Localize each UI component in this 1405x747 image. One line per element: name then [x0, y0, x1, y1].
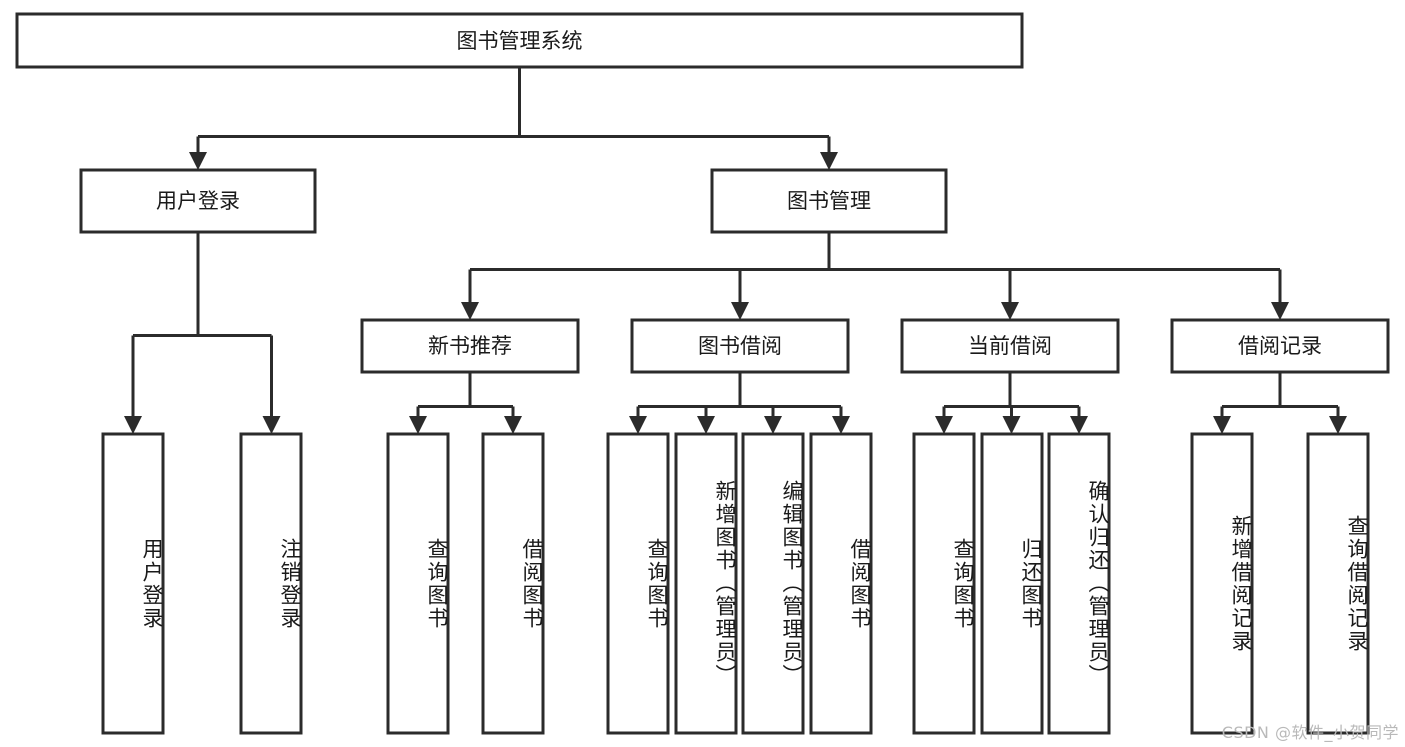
connectors-root-to-level2 — [189, 67, 838, 170]
leaf-box-br-query-record[interactable] — [1306, 432, 1370, 735]
arrow-head-new-book — [461, 302, 479, 320]
arrow-head-book-borrow — [731, 302, 749, 320]
arrow-head-borrow-record — [1271, 302, 1289, 320]
node-borrow-record-label: 借阅记录 — [1238, 334, 1322, 358]
node-book-manage-label: 图书管理 — [787, 189, 871, 213]
node-root[interactable] — [15, 12, 1024, 69]
node-current-borrow-label: 当前借阅 — [968, 334, 1052, 358]
watermark-text: CSDN @软件_小贺同学 — [1221, 723, 1399, 742]
arrow-head-cb-query — [935, 416, 953, 434]
connectors-book-manage-to-level3 — [461, 232, 1289, 320]
node-book-manage[interactable] — [710, 168, 948, 234]
connectors-book-borrow-to-leaves — [629, 372, 850, 434]
arrow-head-bb-add — [697, 416, 715, 434]
node-user-login[interactable] — [79, 168, 317, 234]
leaf-box-cb-confirm-return[interactable] — [1047, 432, 1111, 735]
node-new-book-recommend[interactable] — [360, 318, 580, 374]
leaf-box-bb-edit-book[interactable] — [741, 432, 805, 735]
node-borrow-record[interactable] — [1170, 318, 1390, 374]
leaf-box-bb-add-book[interactable] — [674, 432, 738, 735]
arrow-head-nb-query — [409, 416, 427, 434]
node-new-book-recommend-label: 新书推荐 — [428, 334, 512, 358]
arrow-head-user-login — [189, 152, 207, 170]
leaf-box-cb-query-book[interactable] — [912, 432, 976, 735]
connectors-user-login-to-leaves — [124, 232, 281, 434]
arrow-head-bb-query — [629, 416, 647, 434]
node-root-label: 图书管理系统 — [457, 29, 583, 53]
leaf-box-bb-query-book[interactable] — [606, 432, 670, 735]
arrow-head-book-manage — [820, 152, 838, 170]
leaf-box-cb-return-book[interactable] — [980, 432, 1044, 735]
leaf-box-br-add-record[interactable] — [1190, 432, 1254, 735]
leaf-box-nb-borrow-book[interactable] — [481, 432, 545, 735]
arrow-head-br-add — [1213, 416, 1231, 434]
connectors-current-borrow-to-leaves — [935, 372, 1088, 434]
node-current-borrow[interactable] — [900, 318, 1120, 374]
arrow-head-nb-borrow — [504, 416, 522, 434]
node-book-borrow[interactable] — [630, 318, 850, 374]
arrow-head-br-query — [1329, 416, 1347, 434]
leaf-box-logout[interactable] — [239, 432, 303, 735]
connectors-new-book-to-leaves — [409, 372, 522, 434]
node-book-borrow-label: 图书借阅 — [698, 334, 782, 358]
arrow-head-leaf-user-login — [124, 416, 142, 434]
arrow-head-bb-edit — [764, 416, 782, 434]
arrow-head-bb-borrow — [832, 416, 850, 434]
leaf-box-nb-query-book[interactable] — [386, 432, 450, 735]
node-user-login-label: 用户登录 — [156, 189, 240, 213]
arrow-head-cb-confirm — [1070, 416, 1088, 434]
leaf-box-bb-borrow-book[interactable] — [809, 432, 873, 735]
leaf-box-user-login[interactable] — [101, 432, 165, 735]
arrow-head-leaf-logout — [262, 416, 281, 434]
arrow-head-cb-return — [1002, 416, 1021, 434]
connectors-borrow-record-to-leaves — [1213, 372, 1347, 434]
arrow-head-current-borrow — [1001, 302, 1019, 320]
